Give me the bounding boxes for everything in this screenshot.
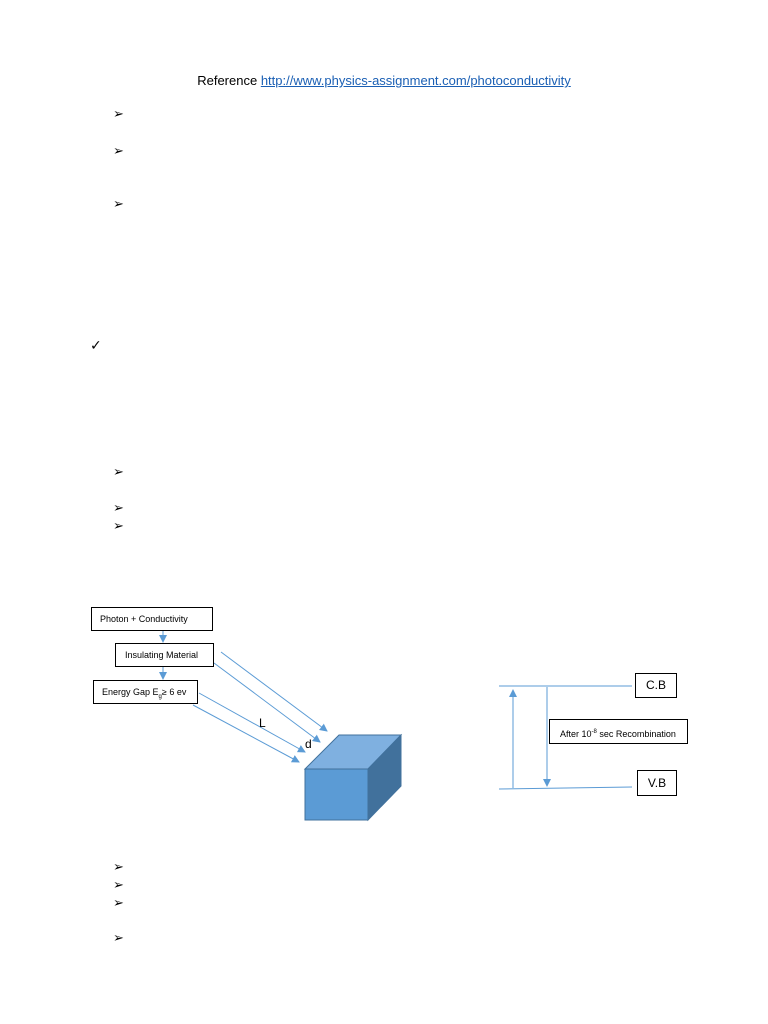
light-ray-arrow: [198, 692, 306, 753]
reference-prefix: Reference: [197, 73, 261, 88]
arrow-bullet-icon: ➢: [113, 519, 124, 534]
arrow-bullet-icon: ➢: [113, 896, 124, 911]
recomb-exp: -8: [591, 729, 597, 735]
light-ray-arrow: [192, 704, 300, 763]
energy-gap-sub: g: [158, 693, 162, 700]
valence-band-line: [498, 786, 633, 790]
energy-gap-label: Energy Gap Eg≥ 6 ev: [102, 686, 197, 703]
length-label: L: [259, 716, 266, 730]
arrow-bullet-icon: ➢: [113, 465, 124, 480]
valence-band-box: V.B: [637, 770, 677, 796]
arrow-bullet-icon: ➢: [113, 197, 124, 212]
recombination-box: After 10-8 sec Recombination: [549, 719, 688, 744]
energy-gap-box: Energy Gap Eg≥ 6 ev: [93, 680, 198, 704]
arrow-bullet-icon: ➢: [113, 860, 124, 875]
energy-gap-suffix: ≥ 6 ev: [161, 687, 187, 697]
arrow-bullet-icon: ➢: [113, 878, 124, 893]
arrow-bullet-icon: ➢: [113, 144, 124, 159]
light-ray-arrow: [213, 662, 321, 743]
energy-gap-prefix: Energy Gap E: [102, 687, 159, 697]
insulating-material-box: Insulating Material: [115, 643, 214, 667]
arrow-bullet-icon: ➢: [113, 931, 124, 946]
conduction-band-box: C.B: [635, 673, 677, 698]
recombination-label: After 10-8 sec Recombination: [560, 726, 687, 740]
insulating-box-label: Insulating Material: [125, 650, 199, 660]
photon-box-label: Photon + Conductivity: [100, 614, 188, 624]
recomb-suffix: sec Recombination: [599, 729, 676, 739]
thickness-label: d: [305, 737, 312, 751]
reference-line: Reference http://www.physics-assignment.…: [0, 72, 768, 90]
photon-conductivity-box: Photon + Conductivity: [91, 607, 213, 631]
arrow-bullet-icon: ➢: [113, 107, 124, 122]
recomb-prefix: After 10: [560, 729, 592, 739]
checkmark-bullet-icon: ✓: [90, 338, 102, 354]
cube-front-face: [304, 768, 369, 821]
cb-label: C.B: [645, 678, 666, 692]
light-ray-arrow: [220, 651, 328, 732]
reference-link[interactable]: http://www.physics-assignment.com/photoc…: [260, 73, 571, 88]
vb-label: V.B: [647, 776, 667, 790]
arrow-bullet-icon: ➢: [113, 501, 124, 516]
